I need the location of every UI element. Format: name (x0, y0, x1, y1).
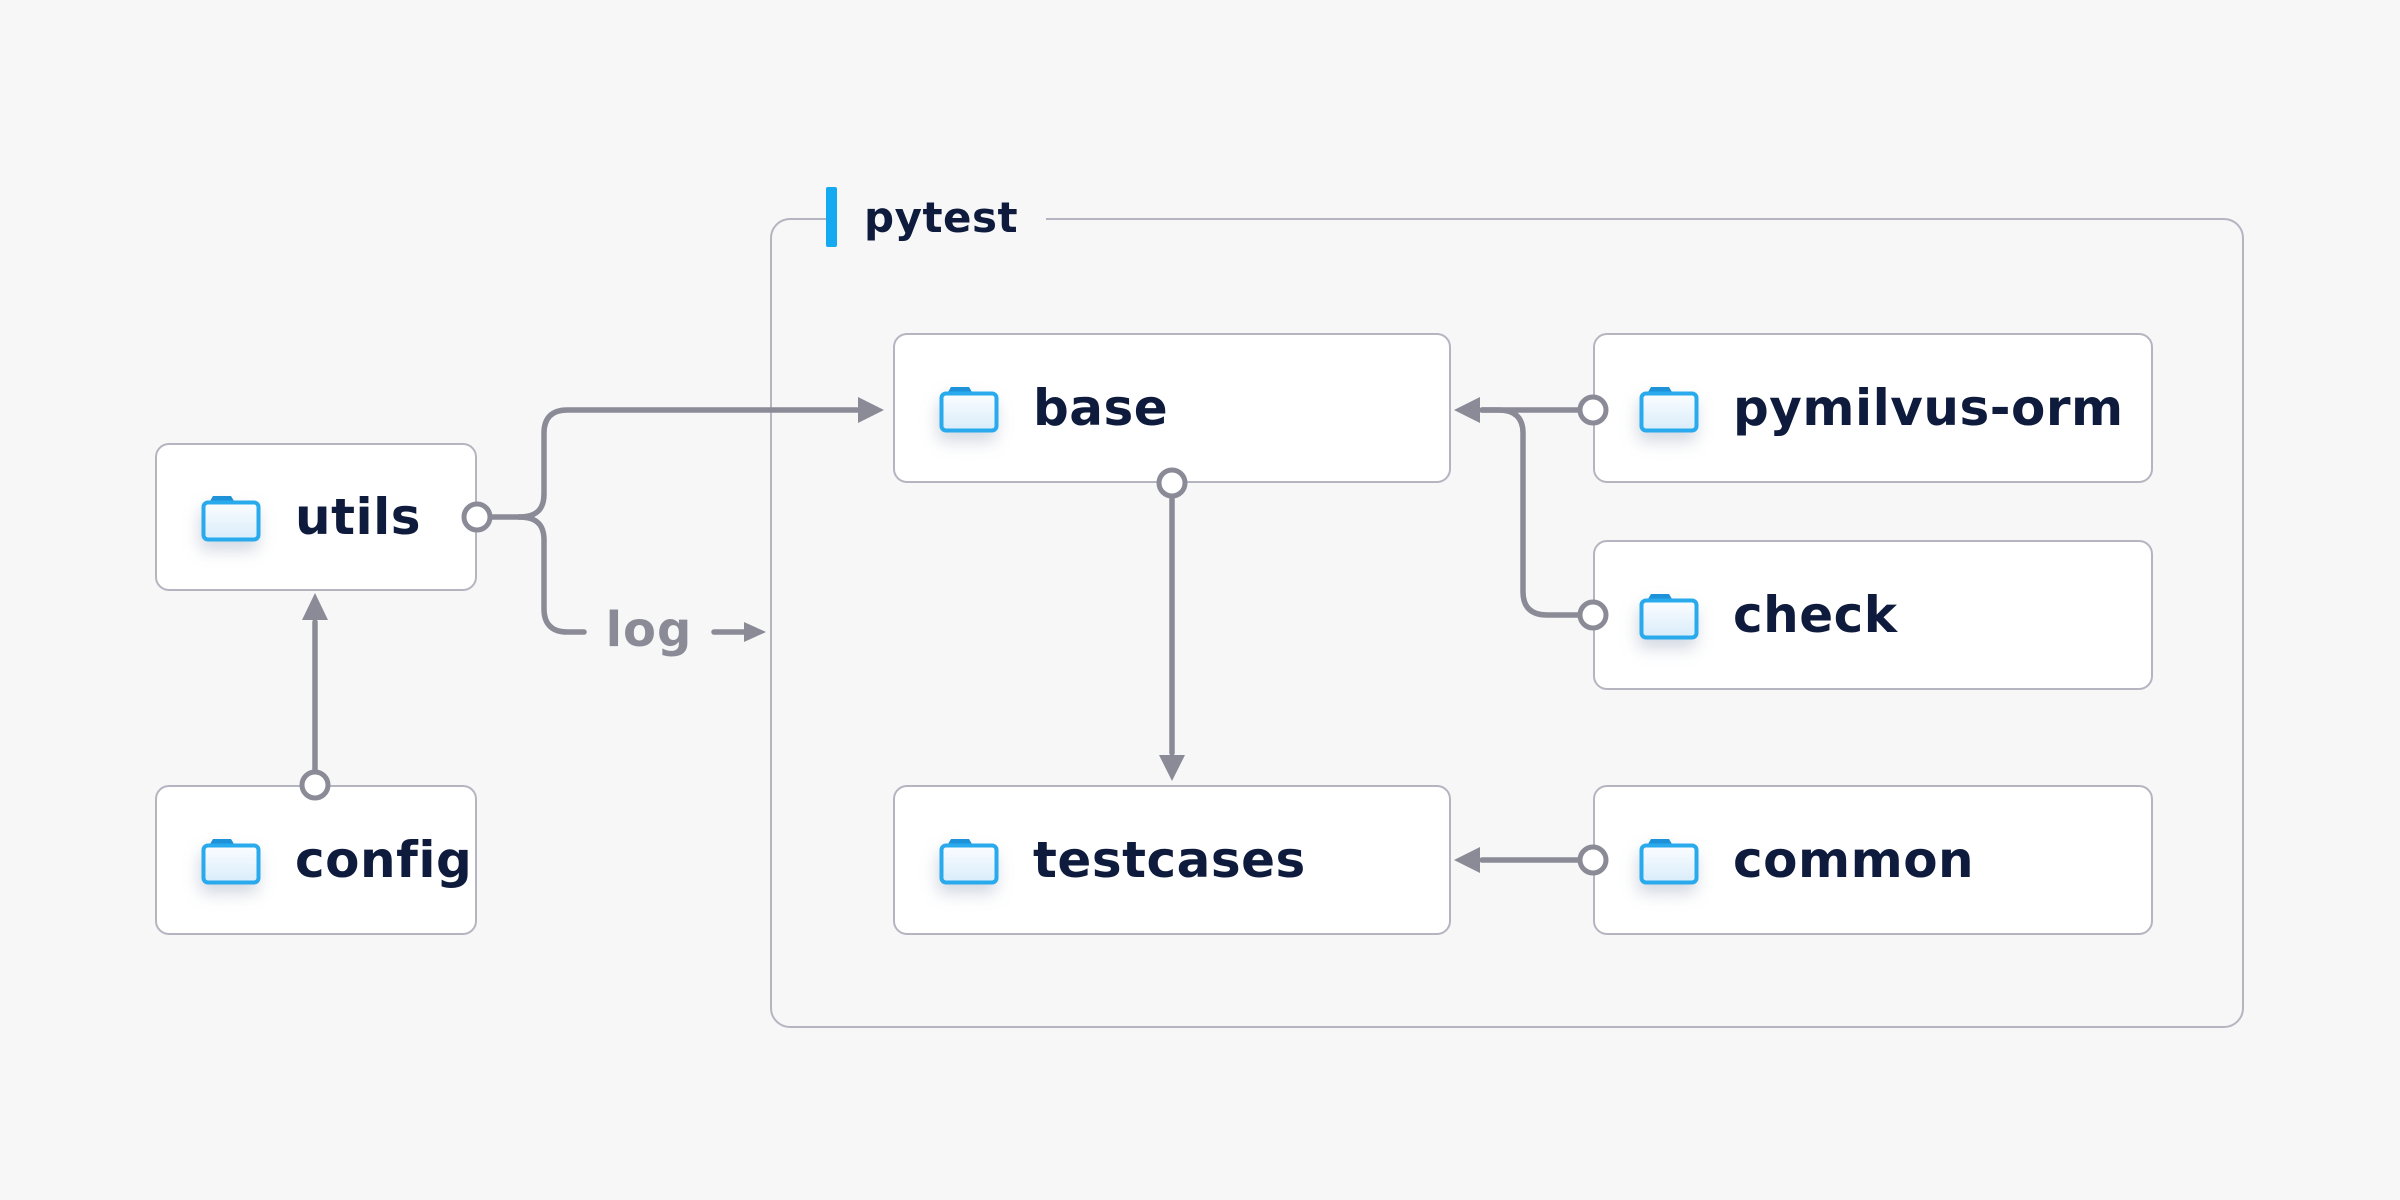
node-check: check (1593, 540, 2153, 690)
group-title: pytest (864, 192, 1019, 242)
node-common: common (1593, 785, 2153, 935)
folder-icon (939, 839, 999, 885)
accent-bar (826, 187, 837, 247)
arrowhead-into-utils (302, 593, 328, 620)
node-base: base (893, 333, 1451, 483)
folder-icon (201, 496, 261, 542)
node-label: config (295, 831, 473, 889)
folder-icon (1639, 594, 1699, 640)
node-label: testcases (1033, 831, 1306, 889)
arrowhead-log (744, 622, 766, 642)
node-config: config (155, 785, 477, 935)
pytest-group-container (770, 218, 2244, 1028)
node-label: utils (295, 488, 422, 546)
node-testcases: testcases (893, 785, 1451, 935)
node-label: common (1733, 831, 1975, 889)
node-label: base (1033, 379, 1169, 437)
folder-icon (1639, 839, 1699, 885)
folder-icon (201, 839, 261, 885)
node-label: pymilvus-orm (1733, 379, 2124, 437)
folder-icon (1639, 387, 1699, 433)
folder-icon (939, 387, 999, 433)
node-label: check (1733, 586, 1898, 644)
node-utils: utils (155, 443, 477, 591)
node-pymilvus-orm: pymilvus-orm (1593, 333, 2153, 483)
connector-utils-log (516, 514, 587, 635)
pytest-group-label: pytest (826, 186, 1047, 248)
log-edge-label: log (605, 602, 693, 658)
